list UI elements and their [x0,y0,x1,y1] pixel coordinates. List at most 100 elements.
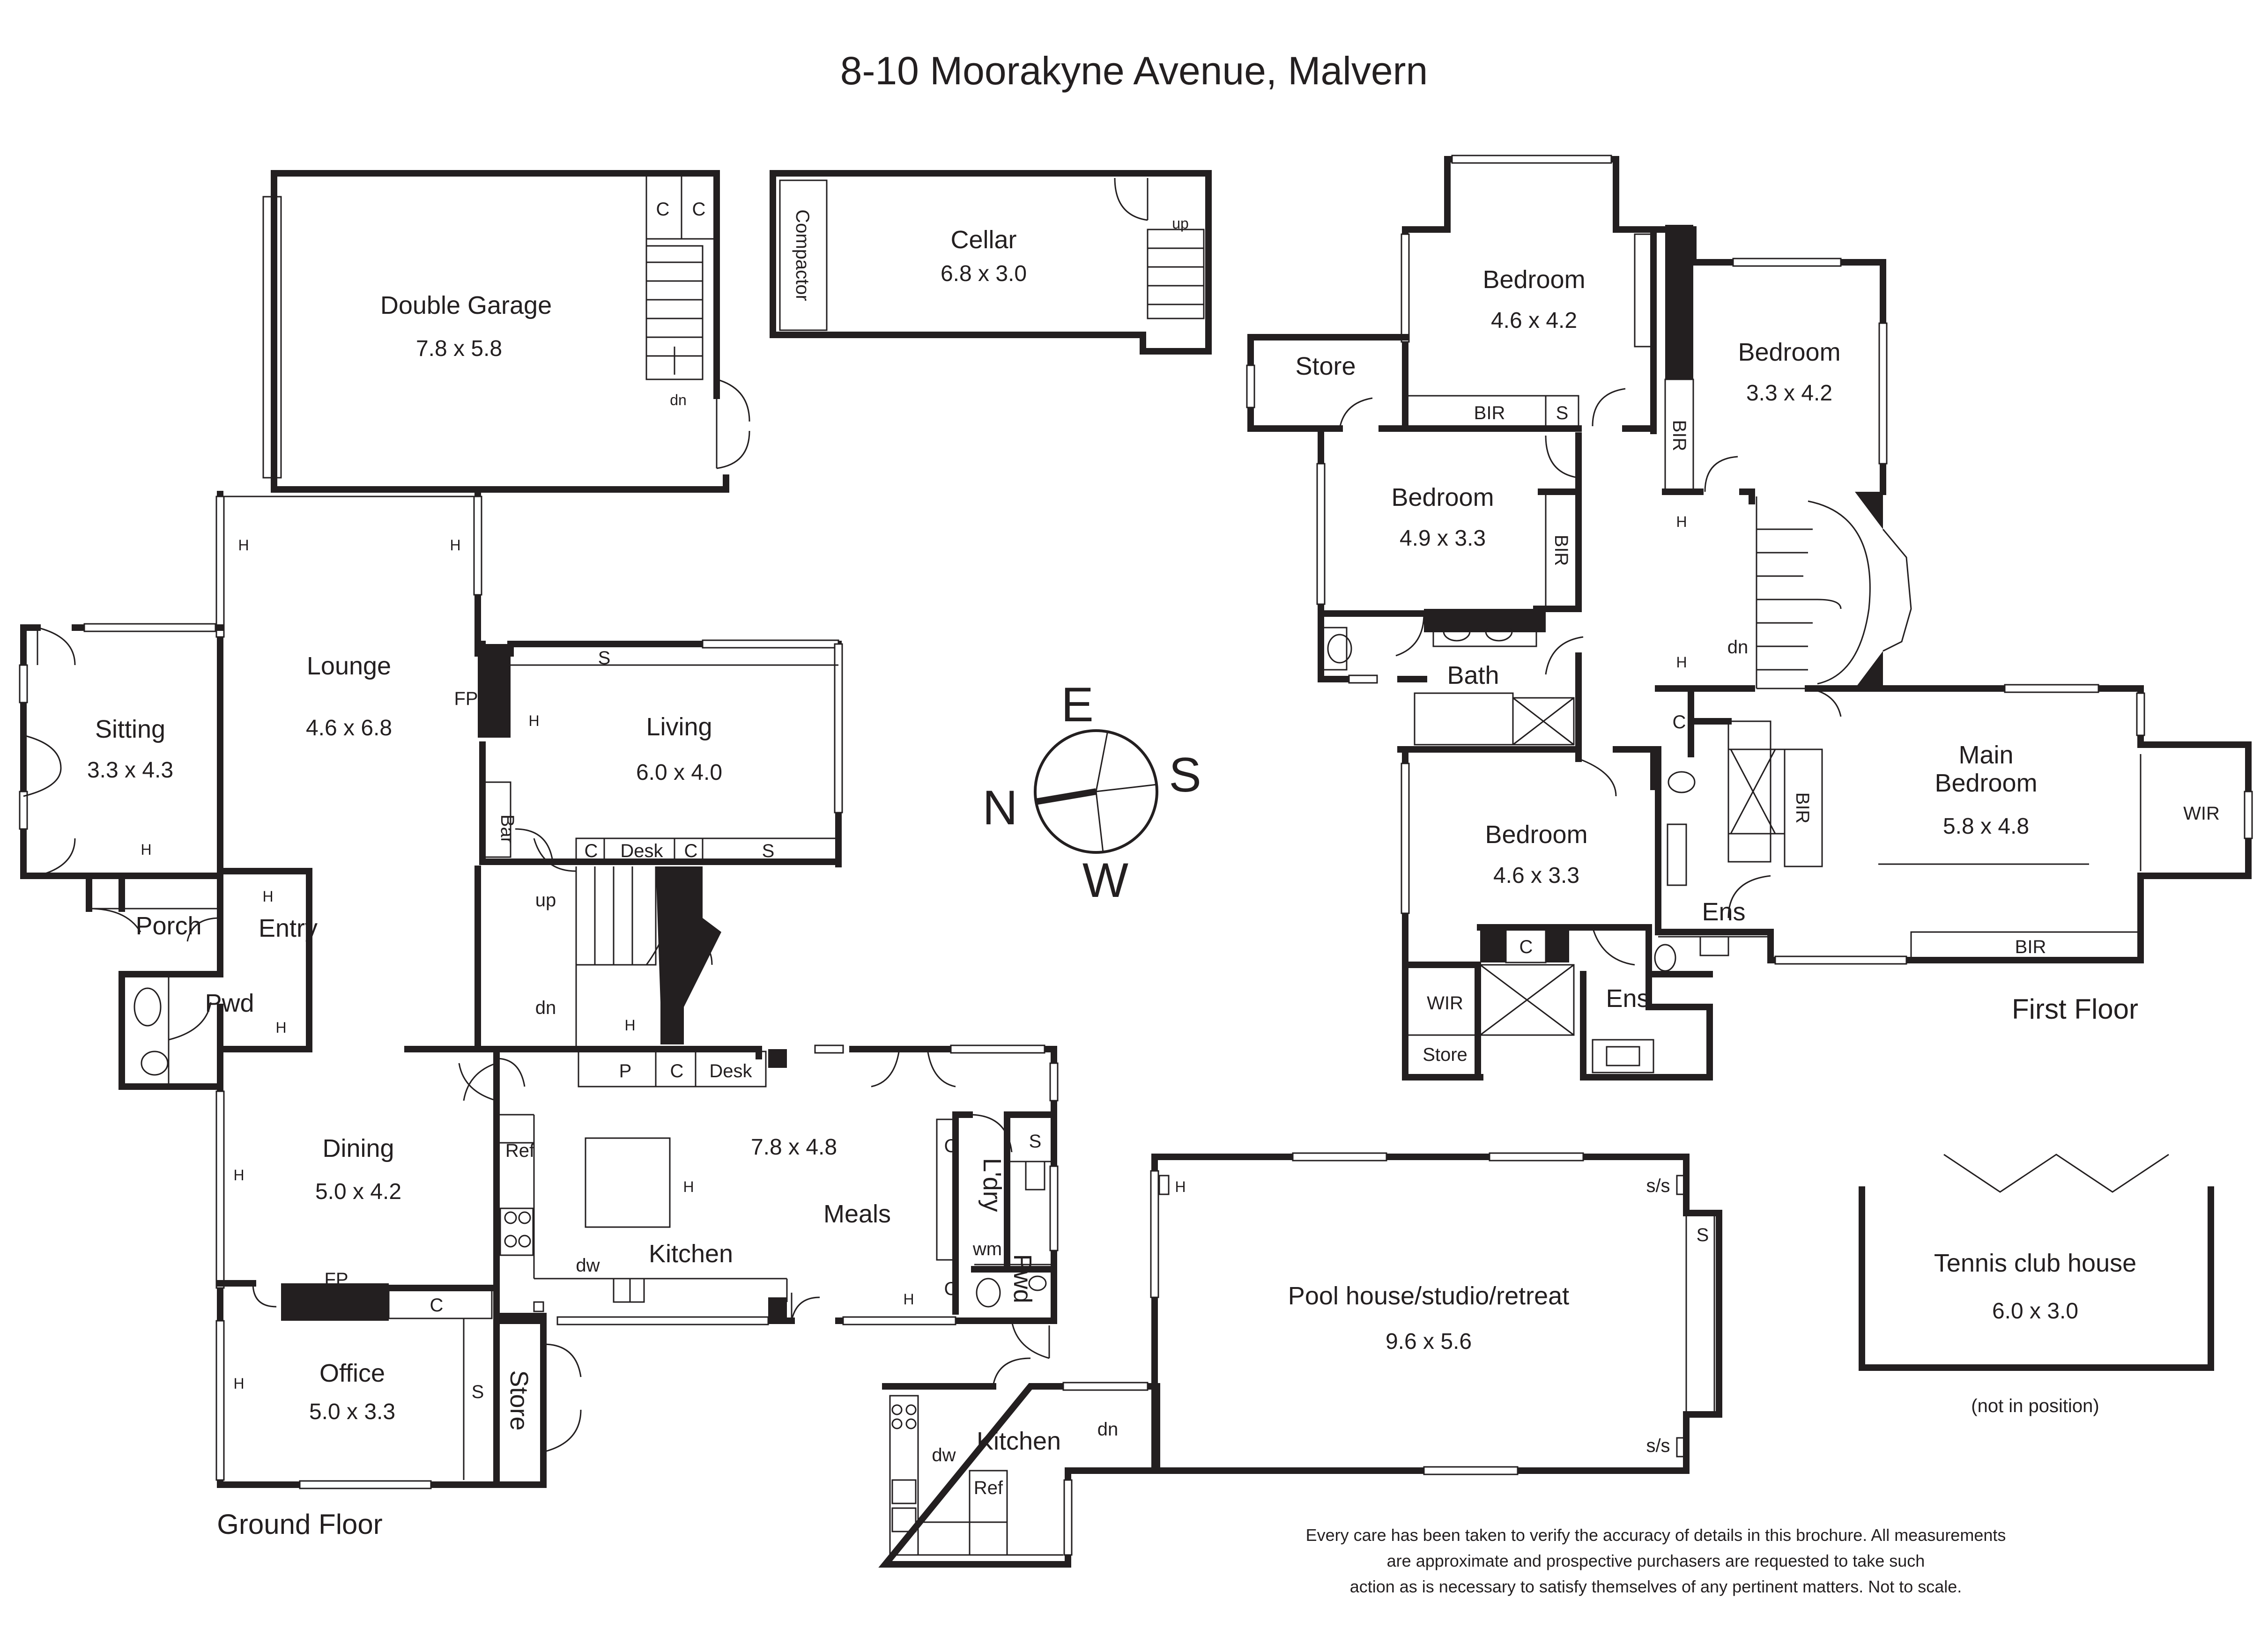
bed-low-closet: C [1519,937,1533,957]
cellar-walls [770,170,1212,355]
living-dimensions: 6.0 x 4.0 [636,760,722,785]
bed-mid-bir: BIR [1551,535,1571,566]
cellar-name: Cellar [950,226,1016,254]
kitchen-meals-walls [458,1044,1059,1359]
bed-top-bir: BIR [1474,403,1505,423]
bed-top-shelf: S [1556,403,1569,423]
living-name: Living [646,713,712,741]
store-first-name: Store [1295,352,1356,380]
ground-floor-walls [19,486,843,1489]
living-desk: Desk [620,841,663,861]
porch-name: Porch [135,912,201,940]
pool-house-name: Pool house/studio/retreat [1288,1282,1569,1310]
office-dimensions: 5.0 x 3.3 [309,1399,395,1424]
wir-main-name: WIR [2183,803,2220,824]
bed-top-dimensions: 4.6 x 4.2 [1491,308,1577,333]
bath-name: Bath [1447,661,1499,689]
ldry-washing-machine: wm [972,1239,1002,1259]
wir-low-name: WIR [1427,993,1463,1014]
living-closet-1: C [585,841,598,861]
pool-house-shelf: S [1697,1225,1709,1245]
first-floor-walls [1246,155,2253,1081]
garage-stairs-down: dn [670,392,687,408]
dining-fireplace: FP [324,1269,348,1290]
main-bedroom-bir-side: BIR [1792,792,1813,824]
office-heater: H [233,1375,244,1392]
pool-kitchen-name: Kitchen [977,1427,1061,1455]
bed-right-name: Bedroom [1738,338,1840,366]
pwd-meals-name: Pwd [1008,1254,1037,1303]
entry-name: Entry [259,914,318,942]
pool-house-heater: H [1175,1178,1186,1195]
plan-title: 8-10 Moorakyne Avenue, Malvern [840,49,1428,93]
dining-name: Dining [322,1134,394,1162]
garage-name: Double Garage [380,291,552,319]
pool-kitchen-fridge: Ref [974,1478,1003,1498]
landing-closet: C [1673,712,1686,733]
ens-low-name: Ens [1606,984,1649,1013]
cellar-dimensions: 6.8 x 3.0 [941,261,1027,286]
garage-dimensions: 7.8 x 5.8 [416,336,502,361]
office-shelf: S [472,1382,484,1402]
cellar-stairs-up: up [1172,215,1189,232]
stairs-up: up [535,890,556,910]
ldry-closet: C [944,1136,958,1156]
kitchen-heater: H [624,1017,635,1034]
garage-closet-1: C [656,199,670,220]
entry-heater: H [262,888,273,905]
disclaimer-line-1: Every care has been taken to verify the … [1306,1525,2006,1545]
dining-heater: H [233,1167,244,1184]
compass-west: W [1082,853,1128,908]
pool-house-dimensions: 9.6 x 5.6 [1386,1329,1472,1354]
sitting-dimensions: 3.3 x 4.3 [87,758,173,783]
main-bedroom-bir-bottom: BIR [2015,937,2046,957]
lounge-dimensions: 4.6 x 6.8 [306,716,392,740]
bed-mid-name: Bedroom [1391,483,1494,511]
kitchen-fridge: Ref [505,1140,535,1161]
disclaimer-line-3: action as is necessary to satisfy themse… [1350,1577,1962,1596]
lounge-heater-1: H [238,537,249,554]
garage-walls [262,170,750,493]
tennis-note: (not in position) [1971,1396,2099,1416]
bed-top-name: Bedroom [1482,266,1585,294]
pwd-ground-name: Pwd [205,989,254,1017]
bed-right-dimensions: 3.3 x 4.2 [1746,381,1832,406]
compass-south: S [1169,748,1201,802]
sitting-heater: H [141,841,151,858]
tennis-walls [1859,1154,2214,1371]
ldry-name: L'dry [978,1158,1006,1212]
dining-dimensions: 5.0 x 4.2 [315,1179,401,1204]
kitchen-dishwasher: dw [576,1255,600,1276]
first-stairs-down: dn [1727,637,1749,658]
main-bedroom-name-2: Bedroom [1934,769,2037,797]
compass-north: N [982,781,1017,835]
tennis-dimensions: 6.0 x 3.0 [1992,1299,2078,1324]
office-name: Office [319,1359,385,1387]
ground-floor-label: Ground Floor [217,1509,383,1540]
first-floor-label: First Floor [2012,993,2138,1025]
living-shelf: S [598,648,611,668]
lounge-name: Lounge [307,652,391,680]
living-closet-2: C [684,841,698,861]
main-bedroom-dimensions: 5.8 x 4.8 [1943,814,2029,839]
kitchen-pantry: P [619,1061,632,1081]
kitchen-island-heater: H [683,1178,694,1195]
living-heater: H [528,712,539,729]
tennis-name: Tennis club house [1934,1249,2136,1277]
meals-name: Meals [823,1200,891,1228]
stairs-down: dn [535,998,556,1018]
office-closet: C [430,1295,444,1316]
pwd-heater: H [275,1019,286,1036]
main-bedroom-name-1: Main [1958,741,2013,769]
bed-right-heater: H [1676,513,1687,530]
kitchen-name: Kitchen [649,1240,733,1268]
pool-kitchen-dishwasher: dw [932,1445,956,1465]
bed-right-bir: BIR [1669,420,1690,451]
pool-kitchen-stairs-down: dn [1097,1419,1119,1440]
pool-kitchen-walls [878,1357,1160,1568]
pool-house-ss-1: s/s [1646,1176,1670,1196]
sitting-name: Sitting [95,715,165,743]
kitchen-closet: C [670,1061,684,1081]
pwd-meals-closet: C [944,1279,958,1299]
